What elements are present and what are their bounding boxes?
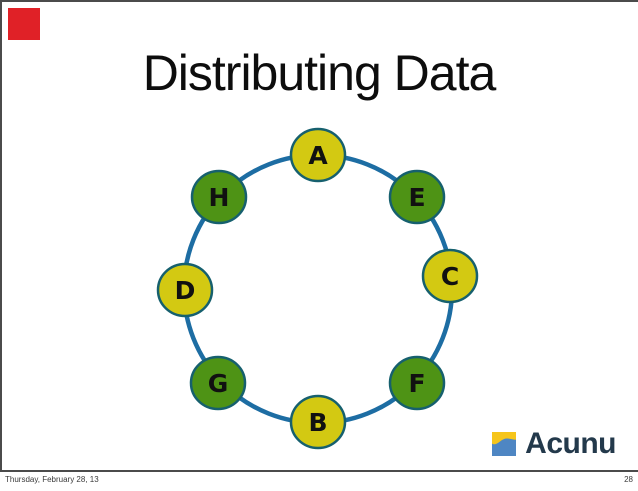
acunu-logo-text: Acunu xyxy=(525,427,616,460)
footer-separator-line xyxy=(0,470,638,472)
node-circle-B xyxy=(289,394,347,450)
node-label-G: G xyxy=(208,369,229,398)
node-label-C: C xyxy=(441,262,459,291)
node-circle-C xyxy=(421,248,479,304)
node-circle-F xyxy=(388,355,446,411)
node-label-D: D xyxy=(175,276,196,305)
acunu-logo-icon xyxy=(492,432,517,456)
node-label-A: A xyxy=(308,141,328,170)
node-label-H: H xyxy=(209,183,230,212)
acunu-logo: Acunu xyxy=(492,429,616,459)
node-circle-A xyxy=(289,127,347,183)
slide-border-top xyxy=(0,0,638,2)
ring-node-A: A xyxy=(289,127,347,183)
ring-node-H: H xyxy=(190,169,248,225)
ring-node-C: C xyxy=(421,248,479,304)
red-marker xyxy=(8,8,40,40)
ring-node-D: D xyxy=(156,262,214,318)
footer-date: Thursday, February 28, 13 xyxy=(5,475,99,484)
node-circle-H xyxy=(190,169,248,225)
node-label-B: B xyxy=(308,408,327,437)
ring-diagram: A E C F B G D H xyxy=(156,127,479,450)
node-circle-G xyxy=(189,355,247,411)
slide-border-left xyxy=(0,0,2,471)
ring-node-B: B xyxy=(289,394,347,450)
node-circle-E xyxy=(388,169,446,225)
footer-page-number: 28 xyxy=(624,475,633,484)
footer-bar: Thursday, February 28, 13 28 xyxy=(0,472,638,491)
node-label-E: E xyxy=(408,183,425,212)
ring-node-G: G xyxy=(189,355,247,411)
ring-node-F: F xyxy=(388,355,446,411)
node-circle-D xyxy=(156,262,214,318)
node-label-F: F xyxy=(408,369,425,398)
logo-icon-blue-wave xyxy=(492,438,517,456)
ring-node-E: E xyxy=(388,169,446,225)
slide-title: Distributing Data xyxy=(142,45,497,101)
